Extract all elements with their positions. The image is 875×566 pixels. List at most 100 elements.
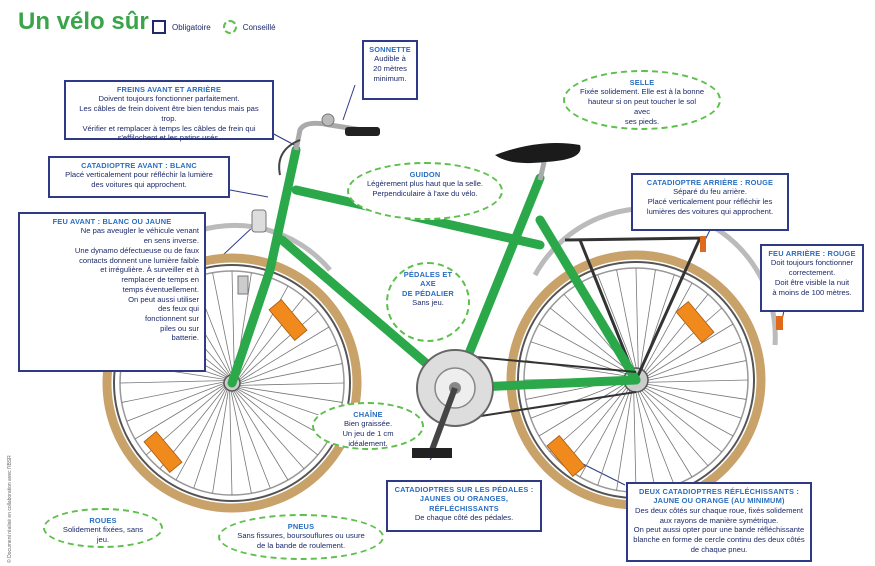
rear-light [776, 316, 783, 330]
cata-pedales-box: CATADIOPTRES SUR LES PÉDALES : JAUNES OU… [386, 480, 542, 532]
spoke [638, 387, 709, 467]
roues-heading: ROUES [89, 516, 117, 525]
legend-required-label: Obligatoire [172, 22, 211, 32]
guidon-box: GUIDON Légèrement plus haut que la selle… [347, 162, 503, 220]
credit: © Document réalisé en collaboration avec… [7, 455, 13, 563]
chaine-box: CHAÎNE Bien graissée. Un jeu de 1 cm idé… [312, 402, 424, 450]
chaine-heading: CHAÎNE [353, 410, 383, 419]
spoke [538, 381, 629, 437]
spoke [121, 381, 225, 403]
spoke [549, 307, 632, 374]
feu-arriere-body: Doit toujours fonctionner correctement. … [770, 258, 854, 297]
pedales-box: PÉDALES ET AXE DE PÉDALIER Sans jeu. [386, 262, 470, 342]
spoke-reflectors [143, 298, 715, 478]
spoke [635, 267, 639, 373]
sonnette-heading: SONNETTE [369, 45, 411, 54]
spoke [239, 326, 330, 382]
legend-recommended-label: Conseillé [242, 22, 276, 32]
legend: Obligatoire Conseillé [152, 20, 276, 34]
spoke [633, 387, 637, 493]
spoke [175, 388, 227, 481]
chain [454, 354, 637, 421]
crank [429, 386, 458, 452]
spoke [239, 310, 319, 381]
deux-cata-box: DEUX CATADIOPTRES RÉFLÉCHISSANTS : JAUNE… [626, 482, 812, 562]
cata-avant-heading: CATADIOPTRE AVANT : BLANC [81, 161, 197, 170]
spoke [134, 384, 225, 440]
spoke [641, 385, 734, 437]
spoke [530, 380, 629, 419]
front-light [251, 209, 267, 233]
guidon-heading: GUIDON [409, 170, 441, 179]
spoke [642, 384, 742, 419]
freins-body: Doivent toujours fonctionner parfaitemen… [79, 94, 259, 143]
spoke [643, 383, 747, 400]
spoke [579, 385, 631, 478]
feu-arriere-box: FEU ARRIÈRE : ROUGE Doit toujours foncti… [760, 244, 864, 312]
rear-reflector [700, 236, 706, 252]
spoke [616, 387, 633, 491]
pedales-heading: PÉDALES ET AXE DE PÉDALIER [402, 270, 454, 298]
selle-box: SELLE Fixée solidement. Elle est à la bo… [563, 70, 721, 130]
guidon-body: Légèrement plus haut que la selle. Perpe… [366, 179, 484, 199]
required-square-icon [152, 20, 166, 34]
sonnette-box: SONNETTE Audible à 20 mètres minimum. [362, 40, 418, 100]
feu-avant-box: FEU AVANT : BLANC OU JAUNE Ne pas aveugl… [18, 212, 206, 372]
spoke [231, 270, 235, 376]
spoke [126, 383, 225, 422]
spoke [230, 390, 252, 494]
spoke [193, 389, 228, 489]
pedales-body: Sans jeu. [412, 298, 444, 308]
cata-pedales-body: De chaque côté des pédales. [414, 513, 514, 523]
pneus-heading: PNEUS [287, 522, 315, 531]
selle-body: Fixée solidement. Elle est à la bonne ha… [579, 87, 705, 126]
spoke [597, 386, 632, 486]
cata-pedales-heading: CATADIOPTRES SUR LES PÉDALES : JAUNES OU… [394, 485, 534, 513]
freins-box: FREINS AVANT ET ARRIÈRE Doivent toujours… [64, 80, 274, 143]
saddle [495, 142, 581, 164]
spoke [597, 274, 636, 373]
spoke [642, 293, 709, 376]
spoke [640, 386, 723, 453]
spoke [643, 307, 723, 378]
cata-arriere-heading: CATADIOPTRE ARRIÈRE : ROUGE [646, 178, 774, 187]
cata-avant-box: CATADIOPTRE AVANT : BLANC Placé vertical… [48, 156, 230, 198]
spoke [634, 387, 656, 491]
page-title: Un vélo sûr [18, 8, 149, 35]
spoke [232, 390, 271, 489]
cata-avant-body: Placé verticalement pour réfléchir la lu… [65, 170, 213, 190]
feu-arriere-heading: FEU ARRIÈRE : ROUGE [768, 249, 856, 258]
spoke [616, 269, 638, 373]
deux-cata-heading: DEUX CATADIOPTRES RÉFLÉCHISSANTS : JAUNE… [638, 487, 800, 506]
spoke [641, 282, 693, 375]
spoke [643, 379, 749, 383]
bell [321, 113, 335, 127]
pedal [412, 448, 452, 458]
rear-wheel [506, 250, 766, 510]
selle-heading: SELLE [629, 78, 655, 87]
cata-arriere-body: Séparé du feu arrière. Placé verticaleme… [646, 187, 774, 216]
spoke [637, 387, 693, 478]
spoke [236, 389, 319, 456]
spoke [233, 390, 289, 481]
spoke [239, 344, 338, 383]
dynamo [237, 275, 249, 295]
pneus-body: Sans fissures, boursouflures ou usure de… [237, 531, 365, 551]
roues-box: ROUES Solidement fixées, sans jeu. [43, 508, 163, 548]
deux-cata-body: Des deux côtés sur chaque roue, fixés so… [633, 505, 805, 554]
spoke [239, 386, 343, 403]
chaine-body: Bien graissée. Un jeu de 1 cm idéalement… [342, 419, 394, 448]
spoke [639, 269, 656, 373]
roues-body: Solidement fixées, sans jeu. [62, 525, 144, 545]
spoke [239, 363, 343, 385]
sonnette-body: Audible à 20 mètres minimum. [373, 54, 407, 83]
spoke [234, 390, 305, 470]
spoke [238, 296, 305, 379]
spoke [229, 390, 233, 496]
recommended-circle-icon [222, 20, 237, 34]
cata-arriere-box: CATADIOPTRE ARRIÈRE : ROUGE Séparé du fe… [631, 173, 789, 231]
spoke [643, 341, 742, 380]
spoke [538, 323, 631, 375]
feu-avant-body: Ne pas aveugler le véhicule venant en se… [74, 226, 199, 343]
pneus-box: PNEUS Sans fissures, boursouflures ou us… [218, 514, 384, 560]
